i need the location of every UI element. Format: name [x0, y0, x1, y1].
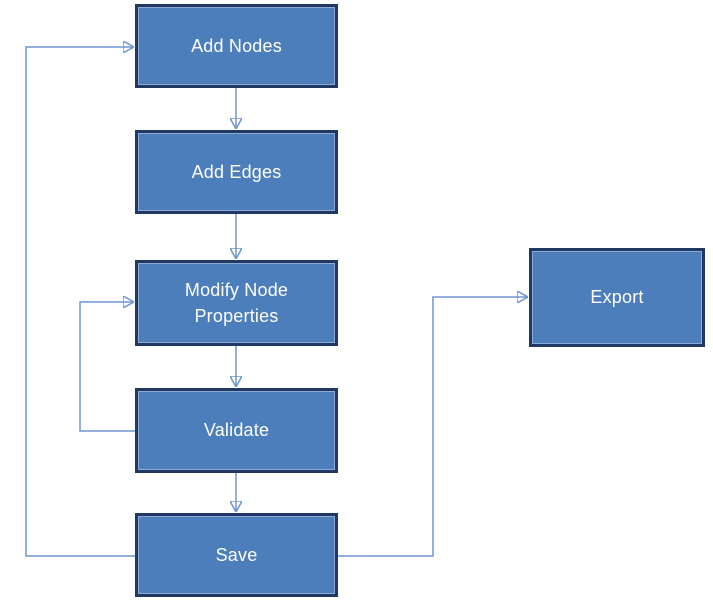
edge-save-to-export	[338, 297, 528, 557]
node-add-edges-label: Add Edges	[191, 161, 282, 182]
node-export: Export	[529, 248, 705, 347]
edge-save-to-add-nodes-loop	[25, 47, 135, 557]
node-add-nodes: Add Nodes	[135, 4, 338, 88]
node-export-label: Export	[590, 287, 644, 308]
node-add-edges: Add Edges	[135, 130, 338, 214]
node-save-label: Save	[215, 544, 258, 565]
node-save: Save	[135, 513, 338, 597]
node-modify-node-properties: Modify Node Properties	[135, 260, 338, 346]
node-modify-node-properties-label: Modify Node Properties	[184, 279, 289, 326]
node-add-nodes-label: Add Nodes	[191, 35, 282, 56]
node-validate-label: Validate	[203, 420, 270, 441]
node-validate: Validate	[135, 388, 338, 473]
edge-validate-to-modify-node-properties-loop	[79, 302, 135, 432]
